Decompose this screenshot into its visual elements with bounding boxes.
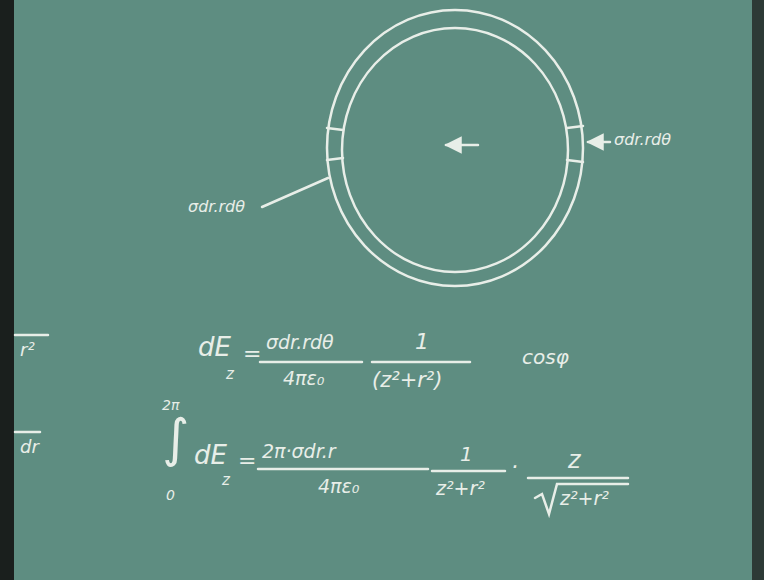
math-symbol: dE: [194, 441, 227, 470]
math-operator: =: [238, 449, 256, 473]
outer-ring: [327, 10, 583, 286]
edge-fragment: dr: [20, 437, 39, 457]
integral-sign: ∫: [162, 410, 189, 467]
fraction-bar: [372, 361, 470, 364]
fragment-line: [15, 431, 40, 434]
math-operator: =: [243, 342, 261, 366]
fraction-bar: [528, 477, 628, 480]
math-symbol: dE: [198, 333, 231, 362]
edge-fragment: r²: [20, 340, 35, 360]
sqrt-sign: [535, 484, 628, 514]
ring-element: [327, 128, 343, 160]
integral-limit: 0: [166, 488, 175, 503]
math-subscript: z: [226, 366, 234, 383]
ring-element: [567, 126, 583, 162]
math-operator: ·: [511, 455, 518, 479]
fraction-bar: [258, 468, 428, 471]
numerator: 1: [415, 330, 429, 354]
board-edge: [752, 0, 764, 580]
math-subscript: z: [222, 472, 230, 489]
denominator: 4πε₀: [283, 368, 324, 389]
numerator: z: [568, 447, 581, 473]
board-edge: [0, 0, 14, 580]
denominator: 4πε₀: [318, 476, 359, 497]
leader-line: [262, 178, 328, 207]
fraction-bar: [432, 470, 505, 473]
denominator: z²+r²: [436, 478, 485, 499]
fraction-bar: [260, 361, 362, 364]
math-term: cosφ: [522, 346, 569, 368]
denominator: (z²+r²): [372, 369, 442, 392]
callout-label: σdr.rdθ: [188, 198, 245, 216]
radicand: z²+r²: [560, 488, 609, 509]
callout-label: σdr.rdθ: [614, 131, 671, 149]
field-arrow: [446, 144, 478, 147]
inner-ring: [342, 28, 568, 272]
fragment-line: [15, 334, 48, 337]
leader-arrow: [588, 141, 610, 144]
numerator: 2π·σdr.r: [262, 441, 336, 462]
numerator: σdr.rdθ: [266, 332, 334, 353]
numerator: 1: [460, 443, 473, 465]
